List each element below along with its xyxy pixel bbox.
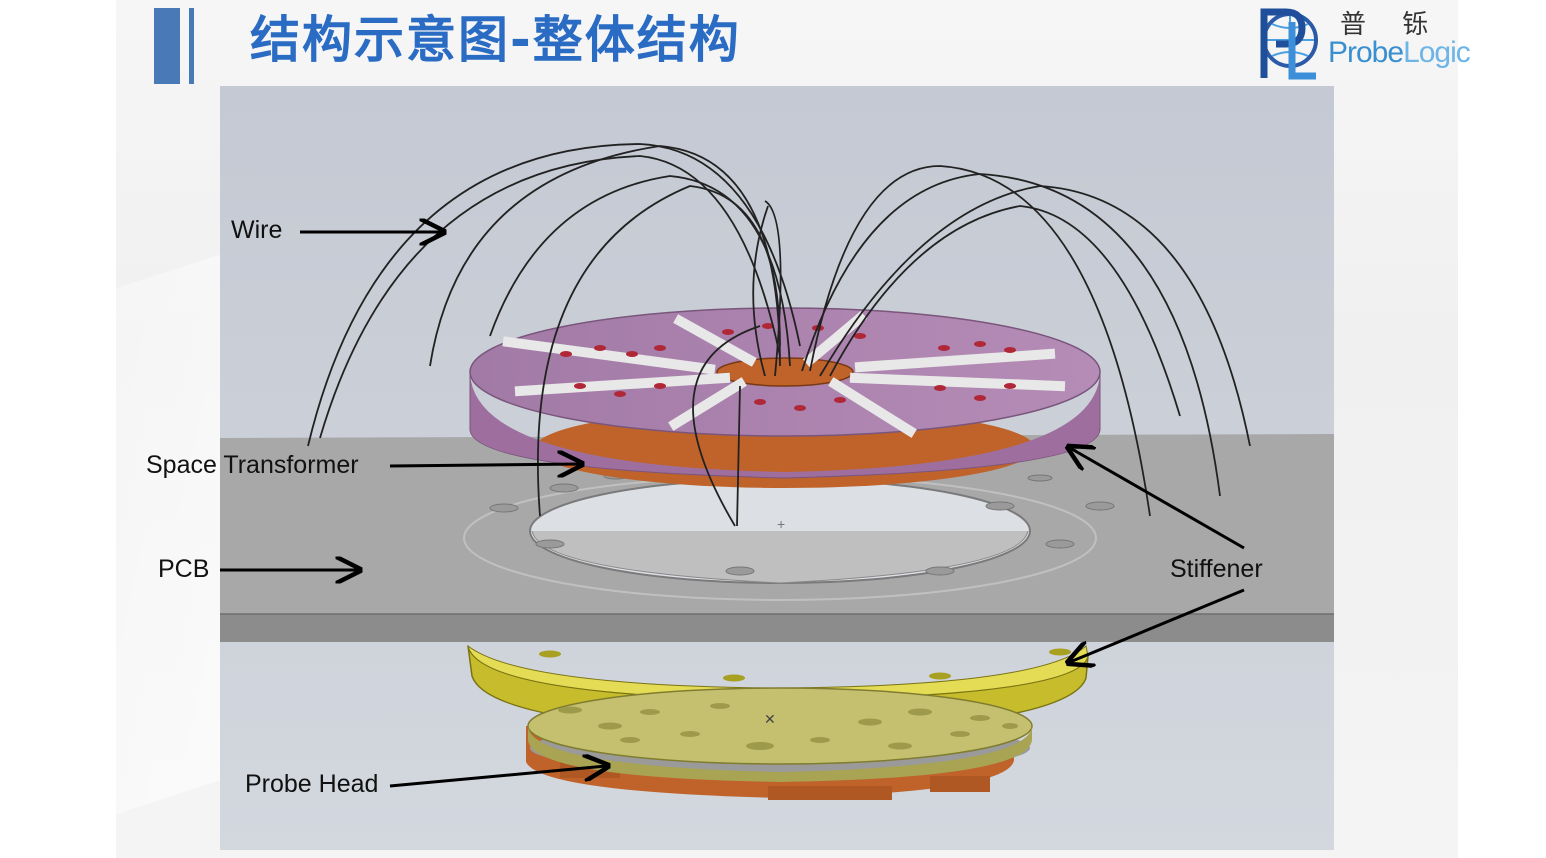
- wires: [307, 143, 1251, 527]
- label-space-transformer: Space Transformer: [146, 451, 359, 479]
- logo-logic-text: Logic: [1403, 36, 1471, 69]
- stiffener-arrow-top: [1070, 448, 1245, 550]
- svg-text:+: +: [777, 516, 785, 532]
- label-stiffener: Stiffener: [1170, 555, 1263, 583]
- label-wire: Wire: [231, 216, 283, 244]
- slide-title: 结构示意图-整体结构: [250, 11, 741, 69]
- svg-text:✕: ✕: [764, 711, 776, 727]
- logo-english-text: ProbeLogic: [1328, 36, 1471, 70]
- label-pcb: PCB: [158, 555, 210, 583]
- probe-head-arrow: [389, 766, 606, 788]
- space-transformer-arrow: [389, 464, 580, 466]
- title-accent-line: [189, 8, 194, 84]
- probe-card-diagram: +: [220, 86, 1334, 850]
- probe-head-assembly: ✕: [526, 687, 1033, 800]
- title-accent-bar: [154, 8, 180, 84]
- label-probe-head: Probe Head: [245, 770, 379, 798]
- pcb-board: +: [220, 434, 1334, 642]
- space-transformer: [469, 307, 1101, 488]
- probelogic-logo-icon: [1260, 8, 1318, 80]
- annotation-arrows: [220, 232, 1245, 788]
- stiffener-arrow-bottom: [1070, 588, 1245, 662]
- logo-probe-text: Probe: [1328, 36, 1404, 69]
- logo-chinese-text: 普 铄: [1340, 10, 1443, 40]
